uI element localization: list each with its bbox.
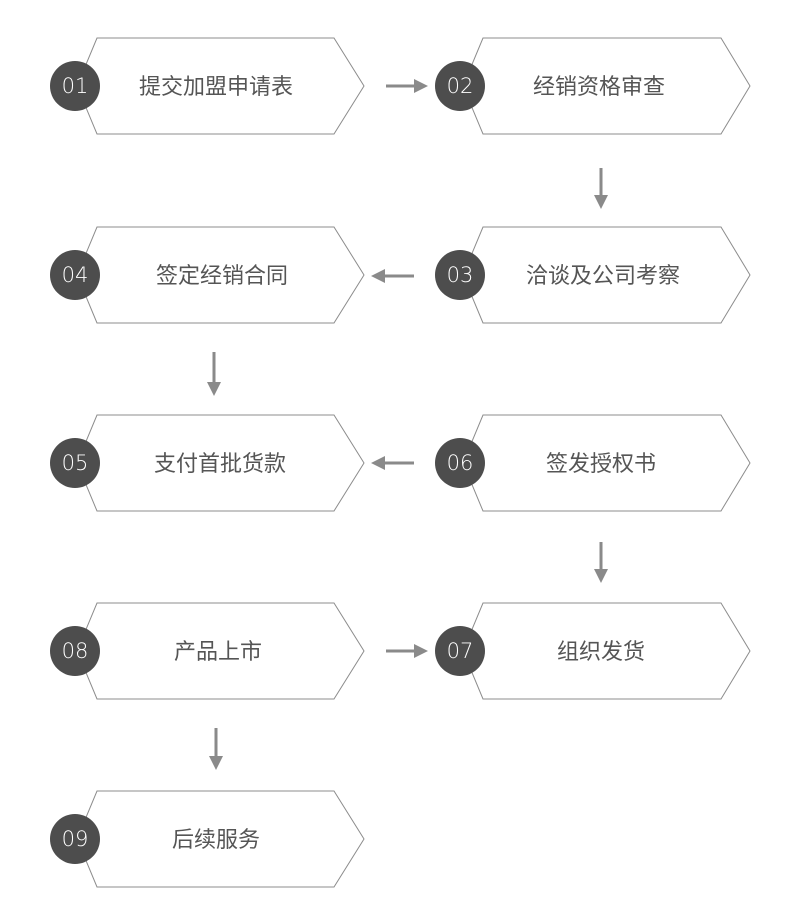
step-02-label: 经销资格审查 <box>533 75 665 100</box>
arrow-02-to-03 <box>594 168 608 209</box>
step-07: 07 组织发货 <box>435 602 751 700</box>
step-02: 02 经销资格审查 <box>435 37 751 135</box>
step-02-badge <box>435 61 485 111</box>
step-05-label: 支付首批货款 <box>154 452 286 477</box>
step-07-number: 07 <box>447 639 474 663</box>
step-08-badge <box>50 626 100 676</box>
arrow-01-to-02 <box>386 79 428 93</box>
step-04: 04 签定经销合同 <box>50 226 365 324</box>
step-01-badge <box>50 61 100 111</box>
connector-arrows <box>207 79 608 770</box>
step-06-label: 签发授权书 <box>546 452 656 477</box>
step-09-label: 后续服务 <box>172 828 260 853</box>
step-09-number: 09 <box>62 827 89 851</box>
step-03: 03 洽谈及公司考察 <box>435 226 751 324</box>
step-06-badge <box>435 438 485 488</box>
step-08: 08 产品上市 <box>50 602 365 700</box>
step-09: 09 后续服务 <box>50 790 365 888</box>
step-06-number: 06 <box>447 451 474 475</box>
step-04-badge <box>50 250 100 300</box>
arrow-03-to-04 <box>371 269 414 283</box>
step-05-number: 05 <box>62 451 89 475</box>
step-02-number: 02 <box>447 74 474 98</box>
step-04-number: 04 <box>62 263 89 287</box>
step-05-badge <box>50 438 100 488</box>
step-03-number: 03 <box>447 263 474 287</box>
step-04-label: 签定经销合同 <box>156 264 288 289</box>
arrow-08-to-07 <box>386 644 428 658</box>
step-05: 05 支付首批货款 <box>50 414 365 512</box>
step-01-number: 01 <box>62 74 89 98</box>
step-07-label: 组织发货 <box>557 640 645 665</box>
step-03-label: 洽谈及公司考察 <box>526 264 680 289</box>
step-08-number: 08 <box>62 639 89 663</box>
step-07-badge <box>435 626 485 676</box>
step-01-label: 提交加盟申请表 <box>139 75 293 100</box>
step-06: 06 签发授权书 <box>435 414 751 512</box>
step-01: 01 提交加盟申请表 <box>50 37 365 135</box>
arrow-08-to-09 <box>209 728 223 770</box>
arrow-06-to-05 <box>371 456 414 470</box>
arrow-06-to-07 <box>594 542 608 583</box>
arrow-04-to-05 <box>207 352 221 396</box>
step-09-badge <box>50 814 100 864</box>
step-08-label: 产品上市 <box>174 640 262 665</box>
step-03-badge <box>435 250 485 300</box>
